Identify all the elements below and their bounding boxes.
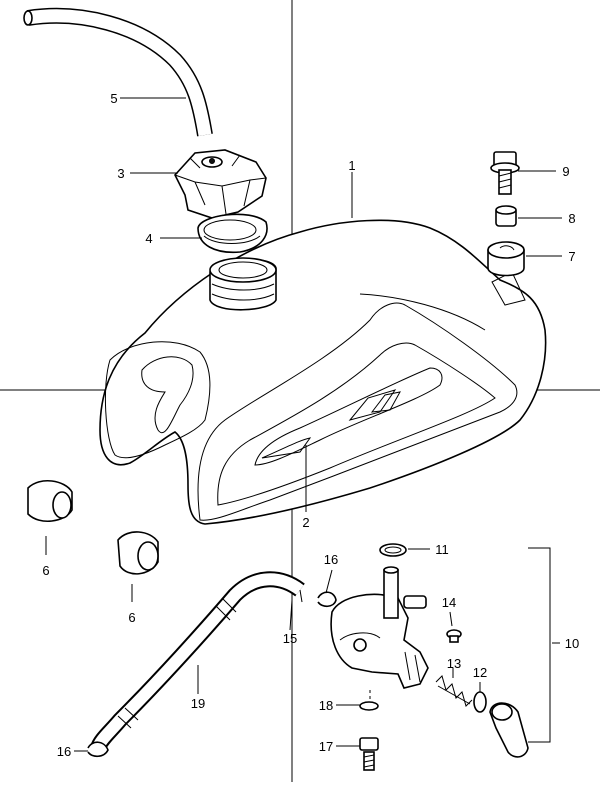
assembly-bracket-line xyxy=(528,547,551,743)
label-part-6-left: 6 xyxy=(42,563,49,578)
label-part-3: 3 xyxy=(117,166,124,181)
hose-clip-lower xyxy=(87,741,109,758)
front-cushion-left xyxy=(27,480,73,522)
lever-screw xyxy=(446,629,462,643)
hose-clip-upper xyxy=(317,591,337,608)
label-part-16-upper: 16 xyxy=(324,552,338,567)
fuel-cap xyxy=(174,149,267,219)
label-part-16-lower: 16 xyxy=(57,744,71,759)
label-part-6-right: 6 xyxy=(128,610,135,625)
label-part-7: 7 xyxy=(568,249,575,264)
label-part-2: 2 xyxy=(302,515,309,530)
washer xyxy=(359,701,379,711)
fuel-hose xyxy=(90,571,305,751)
o-ring-upper xyxy=(379,543,407,557)
drain-bolt xyxy=(359,737,379,771)
o-ring-lower xyxy=(473,691,487,713)
label-part-18: 18 xyxy=(319,698,333,713)
label-part-11: 11 xyxy=(435,542,449,557)
leader-lines xyxy=(45,97,562,752)
fuel-cock xyxy=(330,566,429,700)
mount-bolt xyxy=(490,151,520,195)
label-part-13: 13 xyxy=(447,656,461,671)
label-part-4: 4 xyxy=(145,231,152,246)
label-part-15: 15 xyxy=(283,631,297,646)
front-cushion-right xyxy=(117,531,159,575)
label-part-5: 5 xyxy=(110,91,117,106)
breather-hose xyxy=(23,7,213,137)
cap-gasket xyxy=(197,213,268,254)
fuel-tank xyxy=(99,219,547,525)
label-part-9: 9 xyxy=(562,164,569,179)
label-part-10: 10 xyxy=(565,636,579,651)
cock-lever xyxy=(489,702,529,758)
label-part-12: 12 xyxy=(473,665,487,680)
label-part-8: 8 xyxy=(568,211,575,226)
spring xyxy=(435,675,473,707)
label-part-14: 14 xyxy=(442,595,456,610)
collar xyxy=(495,205,517,227)
label-part-17: 17 xyxy=(319,739,333,754)
rear-cushion xyxy=(487,241,525,277)
label-part-19: 19 xyxy=(191,696,205,711)
label-part-1: 1 xyxy=(348,158,355,173)
